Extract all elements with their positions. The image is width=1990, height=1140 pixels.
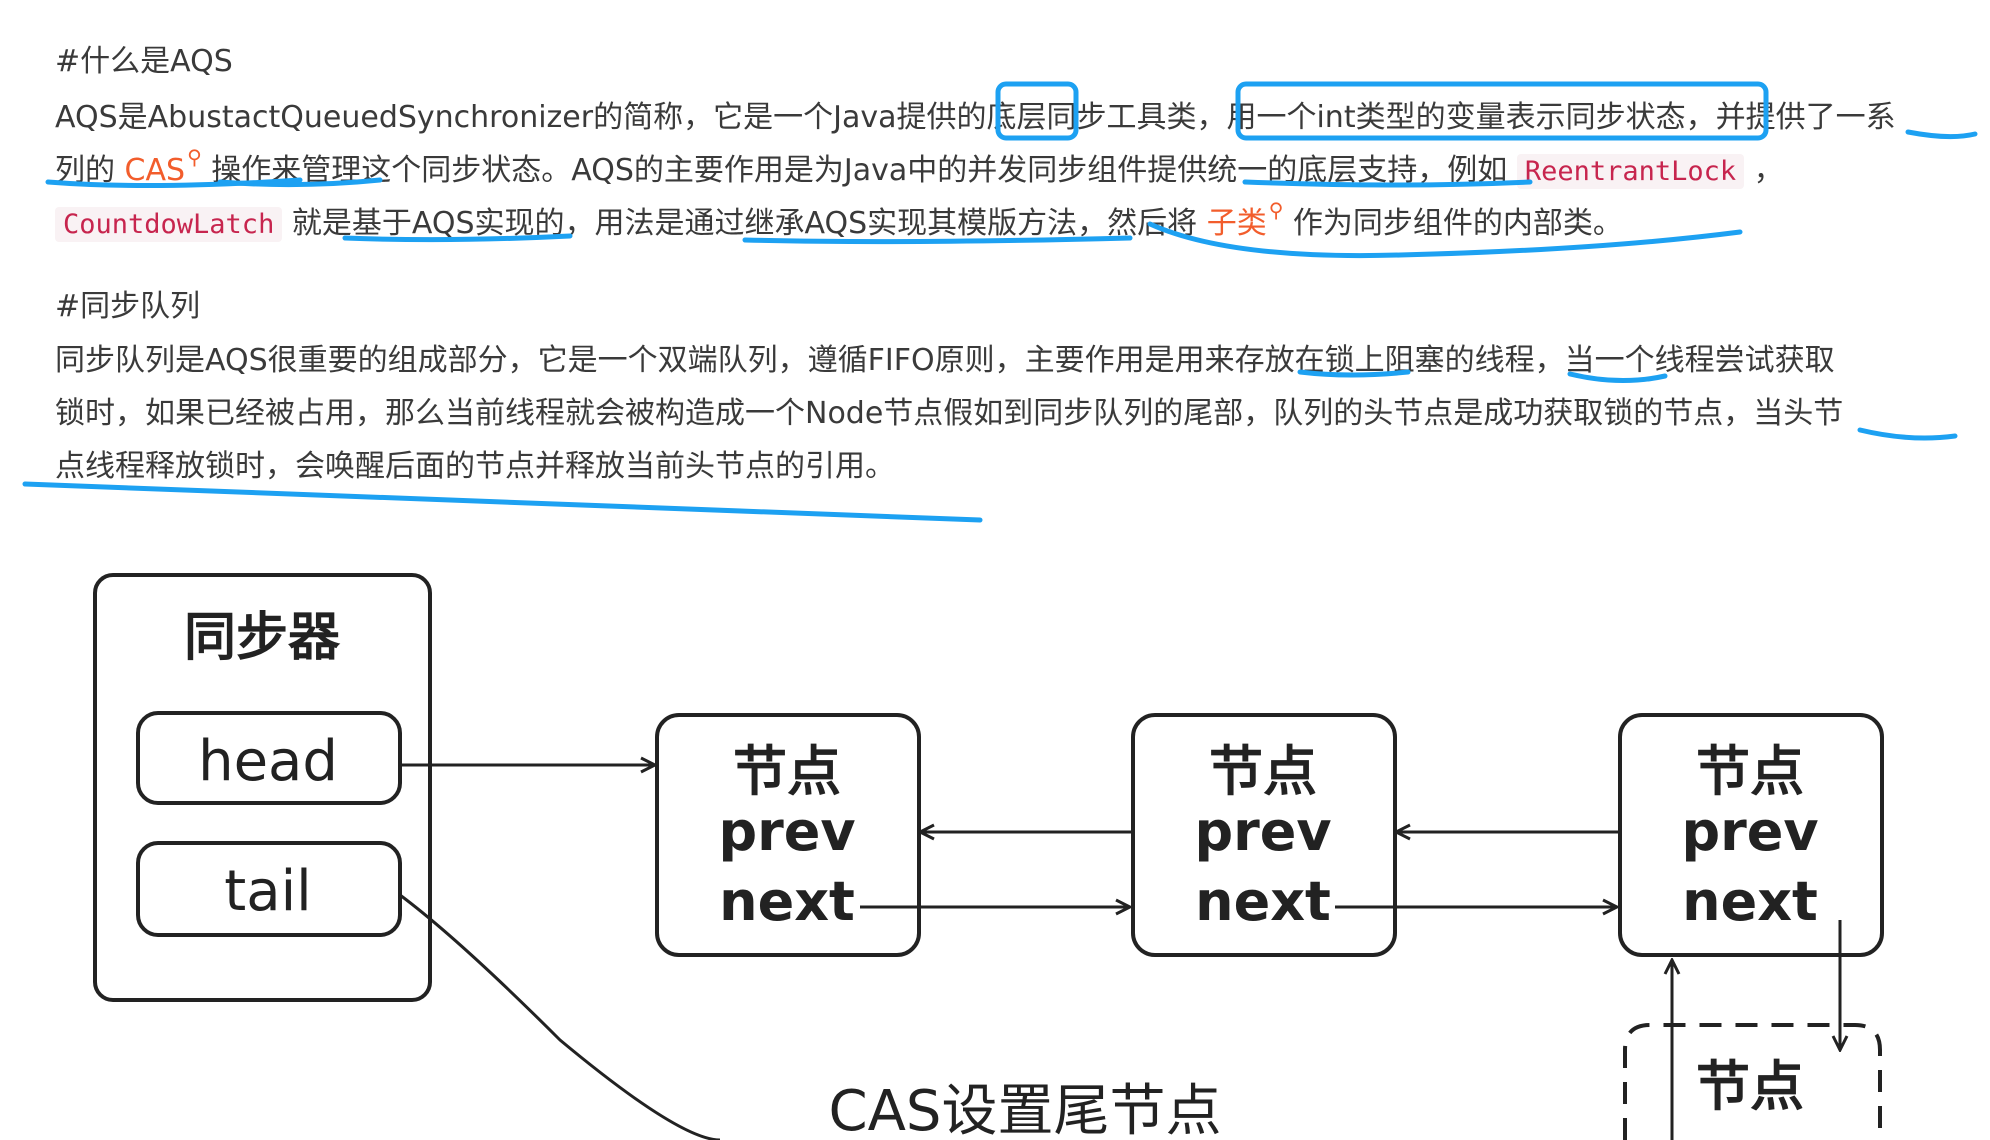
- subclass-link[interactable]: 子类⚲: [1206, 198, 1284, 241]
- tail-field: [136, 841, 402, 937]
- code-reentrantlock: ReentrantLock: [1516, 154, 1745, 189]
- sync-queue-diagram: 同步器 head tail 节点 prev next 节点 prev next …: [93, 573, 1884, 1140]
- section-heading-aqs: #什么是AQS: [55, 44, 233, 79]
- text-segment: 就是基于AQS实现的，用法是通过继承AQS实现其模版方法，然后将: [282, 206, 1207, 241]
- synchronizer-box: 同步器 head tail: [93, 573, 432, 1002]
- cas-set-tail-label: CAS设置尾节点: [829, 1079, 1222, 1140]
- synchronizer-title: 同步器: [184, 608, 341, 668]
- underline-stroke: [742, 235, 1133, 245]
- underline-stroke: [342, 233, 573, 243]
- cas-link[interactable]: CAS⚲: [124, 145, 202, 188]
- search-icon: ⚲: [1268, 198, 1284, 222]
- section-heading-sync-queue: #同步队列: [55, 289, 201, 324]
- node-next-label: next: [1682, 870, 1818, 933]
- node-title: 节点: [1696, 1055, 1804, 1118]
- text-segment: ，: [1744, 153, 1784, 188]
- underline-stroke: [1905, 129, 1978, 140]
- tail-label: tail: [224, 859, 311, 924]
- handwritten-annotations: [22, 81, 1978, 523]
- node-title: 节点: [733, 740, 841, 803]
- node-prev-label: prev: [718, 800, 855, 863]
- head-label: head: [198, 729, 338, 794]
- highlight-box-int-state: [1235, 81, 1769, 141]
- paragraph-queue-line-3: 点线程释放锁时，会唤醒后面的节点并释放当前头节点的引用。: [55, 449, 895, 484]
- underline-stroke: [217, 177, 383, 188]
- highlight-box-underlying: [995, 81, 1079, 141]
- node-title: 节点: [1209, 740, 1317, 803]
- head-field: [136, 711, 402, 805]
- node-prev-label: prev: [1681, 800, 1818, 863]
- paragraph-aqs-line-1: AQS是AbustactQueuedSynchronizer的简称，它是一个Ja…: [55, 92, 1896, 136]
- new-tail-node: 节点: [1623, 1023, 1882, 1140]
- node-prev-label: prev: [1194, 800, 1331, 863]
- text-segment: 同步工具类: [1046, 100, 1197, 135]
- code-countdowlatch: CountdowLatch: [55, 207, 283, 242]
- underline-stroke: [22, 481, 983, 523]
- underline-stroke: [1297, 369, 1411, 378]
- text-segment: 作为同步组件的内部类。: [1283, 206, 1623, 241]
- text-segment: 并提供了一系: [1715, 100, 1896, 135]
- paragraph-aqs-line-3: CountdowLatch 就是基于AQS实现的，用法是通过继承AQS实现其模版…: [55, 198, 1623, 242]
- node-title: 节点: [1696, 740, 1804, 803]
- node-next-label: next: [1195, 870, 1331, 933]
- underline-stroke: [1147, 221, 1743, 259]
- underline-stroke: [1857, 427, 1958, 441]
- underline-stroke: [1242, 179, 1533, 188]
- paragraph-queue-line-2: 锁时，如果已经被占用，那么当前线程就会被构造成一个Node节点假如到同步队列的尾…: [55, 396, 1844, 431]
- queue-node-1: 节点 prev next: [655, 713, 921, 957]
- text-segment: AQS是AbustactQueuedSynchronizer的简称，它是一个Ja…: [55, 100, 987, 135]
- paragraph-queue-line-1: 同步队列是AQS很重要的组成部分，它是一个双端队列，遵循FIFO原则，主要作用是…: [55, 343, 1835, 378]
- queue-node-2: 节点 prev next: [1131, 713, 1397, 957]
- underline-stroke: [1567, 371, 1668, 383]
- node-next-label: next: [719, 870, 855, 933]
- search-icon: ⚲: [187, 145, 202, 169]
- queue-node-3: 节点 prev next: [1618, 713, 1884, 957]
- text-segment-highlight: ，用一个int类型的变量表示同步状态，: [1196, 100, 1716, 135]
- tail-pointer-curve: [399, 893, 721, 1140]
